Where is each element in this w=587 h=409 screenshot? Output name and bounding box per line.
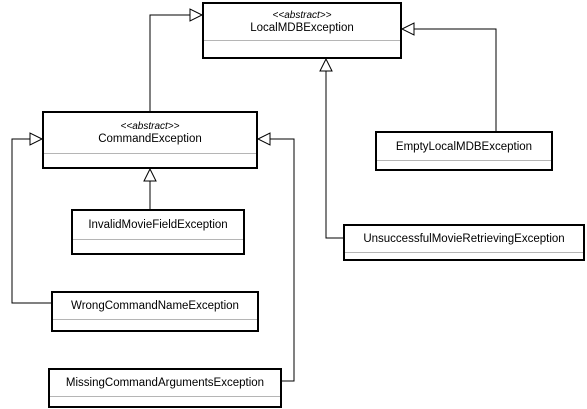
class-name: InvalidMovieFieldException xyxy=(88,219,228,231)
class-local-mdb-exception[interactable]: <<abstract>> LocalMDBException xyxy=(202,2,402,59)
inheritance-arrowhead xyxy=(189,8,204,22)
class-name: LocalMDBException xyxy=(250,21,354,34)
class-invalid-movie-field-exception[interactable]: InvalidMovieFieldException xyxy=(71,209,245,255)
class-header: MissingCommandArgumentsException xyxy=(50,370,280,397)
class-header: <<abstract>> LocalMDBException xyxy=(204,4,400,41)
class-wrong-command-name-exception[interactable]: WrongCommandNameException xyxy=(51,291,259,332)
inheritance-arrowhead xyxy=(29,132,44,146)
inheritance-arrowhead xyxy=(143,167,157,182)
class-header: EmptyLocalMDBException xyxy=(377,133,551,161)
generalization-wrong-to-command xyxy=(11,138,51,304)
class-name: WrongCommandNameException xyxy=(71,300,239,312)
class-header: InvalidMovieFieldException xyxy=(73,211,243,240)
class-header: WrongCommandNameException xyxy=(53,293,257,320)
abstract-stereotype: <<abstract>> xyxy=(120,120,180,132)
generalization-missing-to-command xyxy=(270,138,295,382)
inheritance-arrowhead xyxy=(319,57,333,72)
abstract-stereotype: <<abstract>> xyxy=(272,9,332,21)
inheritance-arrowhead xyxy=(400,22,415,36)
generalization-empty-to-localmdb xyxy=(414,28,497,131)
class-empty-local-mdb-exception[interactable]: EmptyLocalMDBException xyxy=(375,131,553,171)
class-header: UnsuccessfulMovieRetrievingException xyxy=(345,226,583,253)
class-header: <<abstract>> CommandException xyxy=(44,113,256,154)
class-unsuccessful-movie-retrieving-exception[interactable]: UnsuccessfulMovieRetrievingException xyxy=(343,224,585,261)
class-name: MissingCommandArgumentsException xyxy=(65,377,265,389)
class-name: UnsuccessfulMovieRetrievingException xyxy=(363,233,565,245)
generalization-unsuccessful-to-localmdb xyxy=(325,71,343,239)
generalization-command-to-localmdb xyxy=(149,14,190,111)
class-command-exception[interactable]: <<abstract>> CommandException xyxy=(42,111,258,169)
class-name: CommandException xyxy=(98,132,202,145)
class-name: EmptyLocalMDBException xyxy=(395,140,533,153)
class-missing-command-arguments-exception[interactable]: MissingCommandArgumentsException xyxy=(48,368,282,408)
inheritance-arrowhead xyxy=(256,132,271,146)
